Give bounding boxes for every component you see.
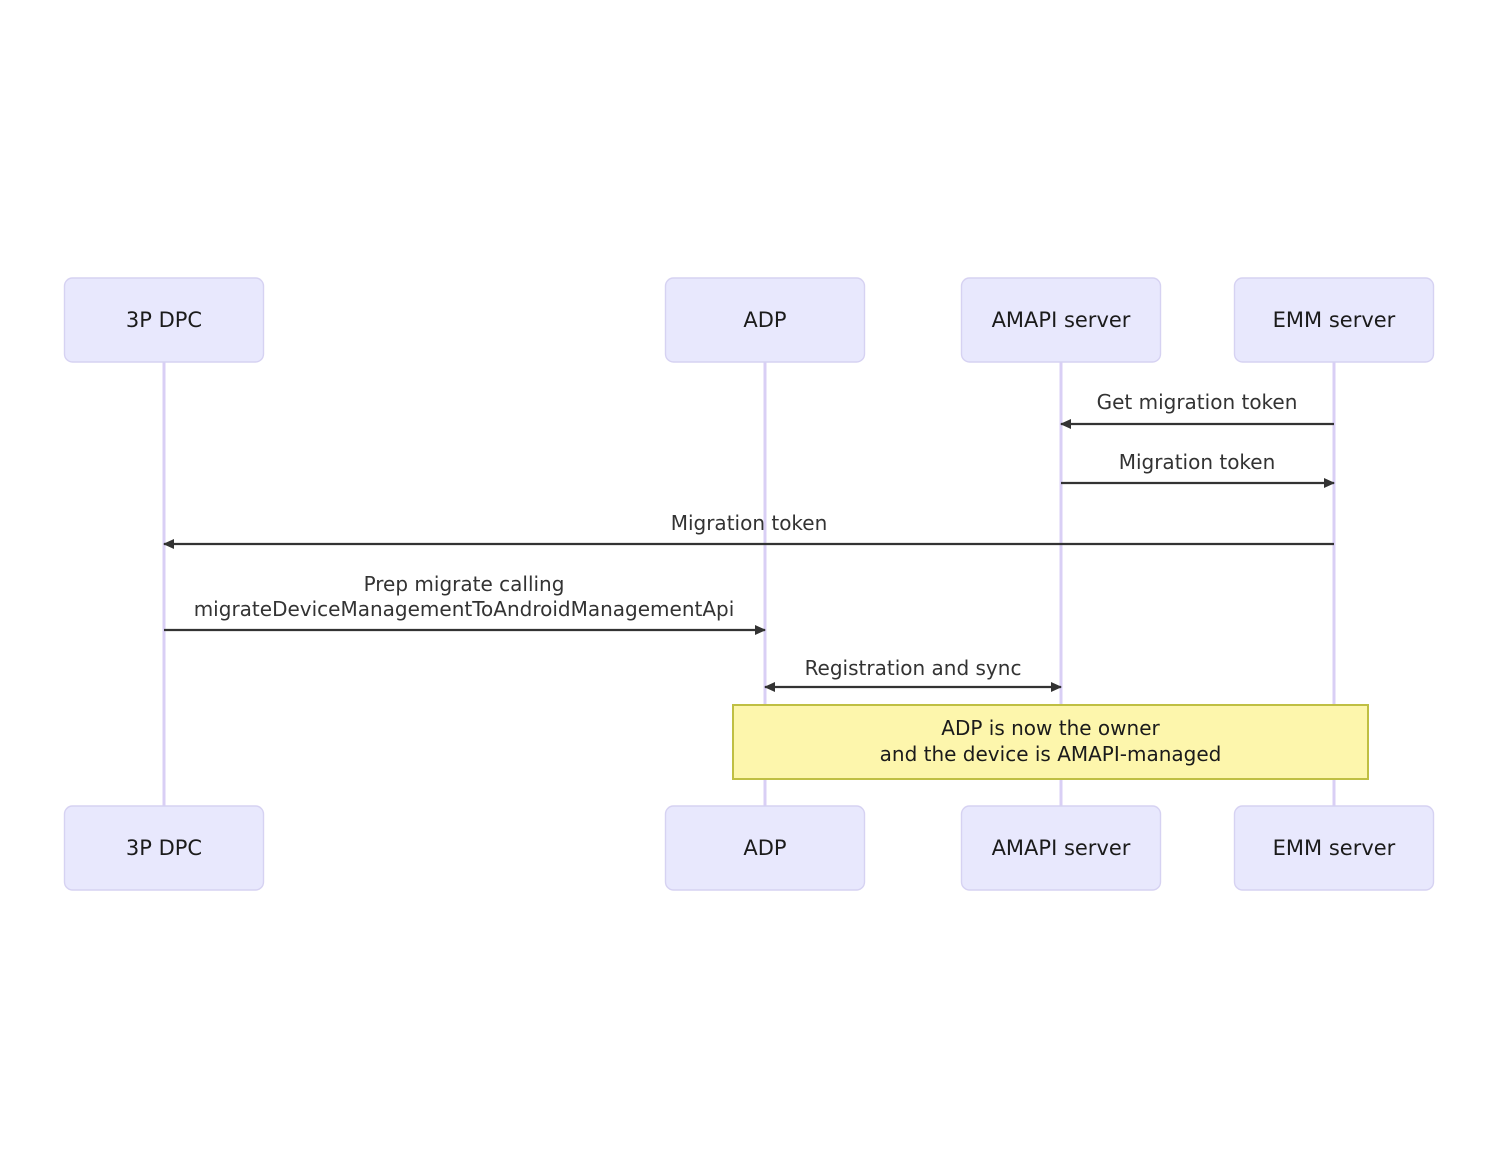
participant-box-amapi-bottom[interactable] [960, 805, 1162, 891]
participants-bottom-group: 3P DPC ADP AMAPI server EMM server [63, 805, 1435, 891]
message-label-m1: Get migration token [1097, 390, 1298, 414]
message-label-m4-line1: Prep migrate calling [364, 572, 565, 596]
participant-label-adp-top: ADP [743, 308, 786, 332]
participant-box-adp-top[interactable] [664, 277, 866, 363]
participant-label-emm-top: EMM server [1273, 308, 1396, 332]
note-text-line2: and the device is AMAPI-managed [880, 742, 1222, 766]
participant-box-dpc-bottom[interactable] [63, 805, 265, 891]
note-box [732, 704, 1369, 780]
note-text-line1: ADP is now the owner [941, 716, 1160, 740]
participant-label-emm-bottom: EMM server [1273, 836, 1396, 860]
participant-label-amapi-top: AMAPI server [992, 308, 1131, 332]
participant-label-adp-bottom: ADP [743, 836, 786, 860]
participant-box-amapi-top[interactable] [960, 277, 1162, 363]
message-label-m4-line2: migrateDeviceManagementToAndroidManageme… [194, 597, 735, 621]
participant-label-dpc-top: 3P DPC [126, 308, 202, 332]
message-label-m3: Migration token [671, 511, 828, 535]
participants-top-group: 3P DPC ADP AMAPI server EMM server [63, 277, 1435, 363]
participant-box-emm-top[interactable] [1233, 277, 1435, 363]
participant-box-emm-bottom[interactable] [1233, 805, 1435, 891]
participant-box-adp-bottom[interactable] [664, 805, 866, 891]
participant-label-amapi-bottom: AMAPI server [992, 836, 1131, 860]
message-label-m2: Migration token [1119, 450, 1276, 474]
participant-box-dpc-top[interactable] [63, 277, 265, 363]
participant-label-dpc-bottom: 3P DPC [126, 836, 202, 860]
message-label-m5: Registration and sync [805, 656, 1022, 680]
